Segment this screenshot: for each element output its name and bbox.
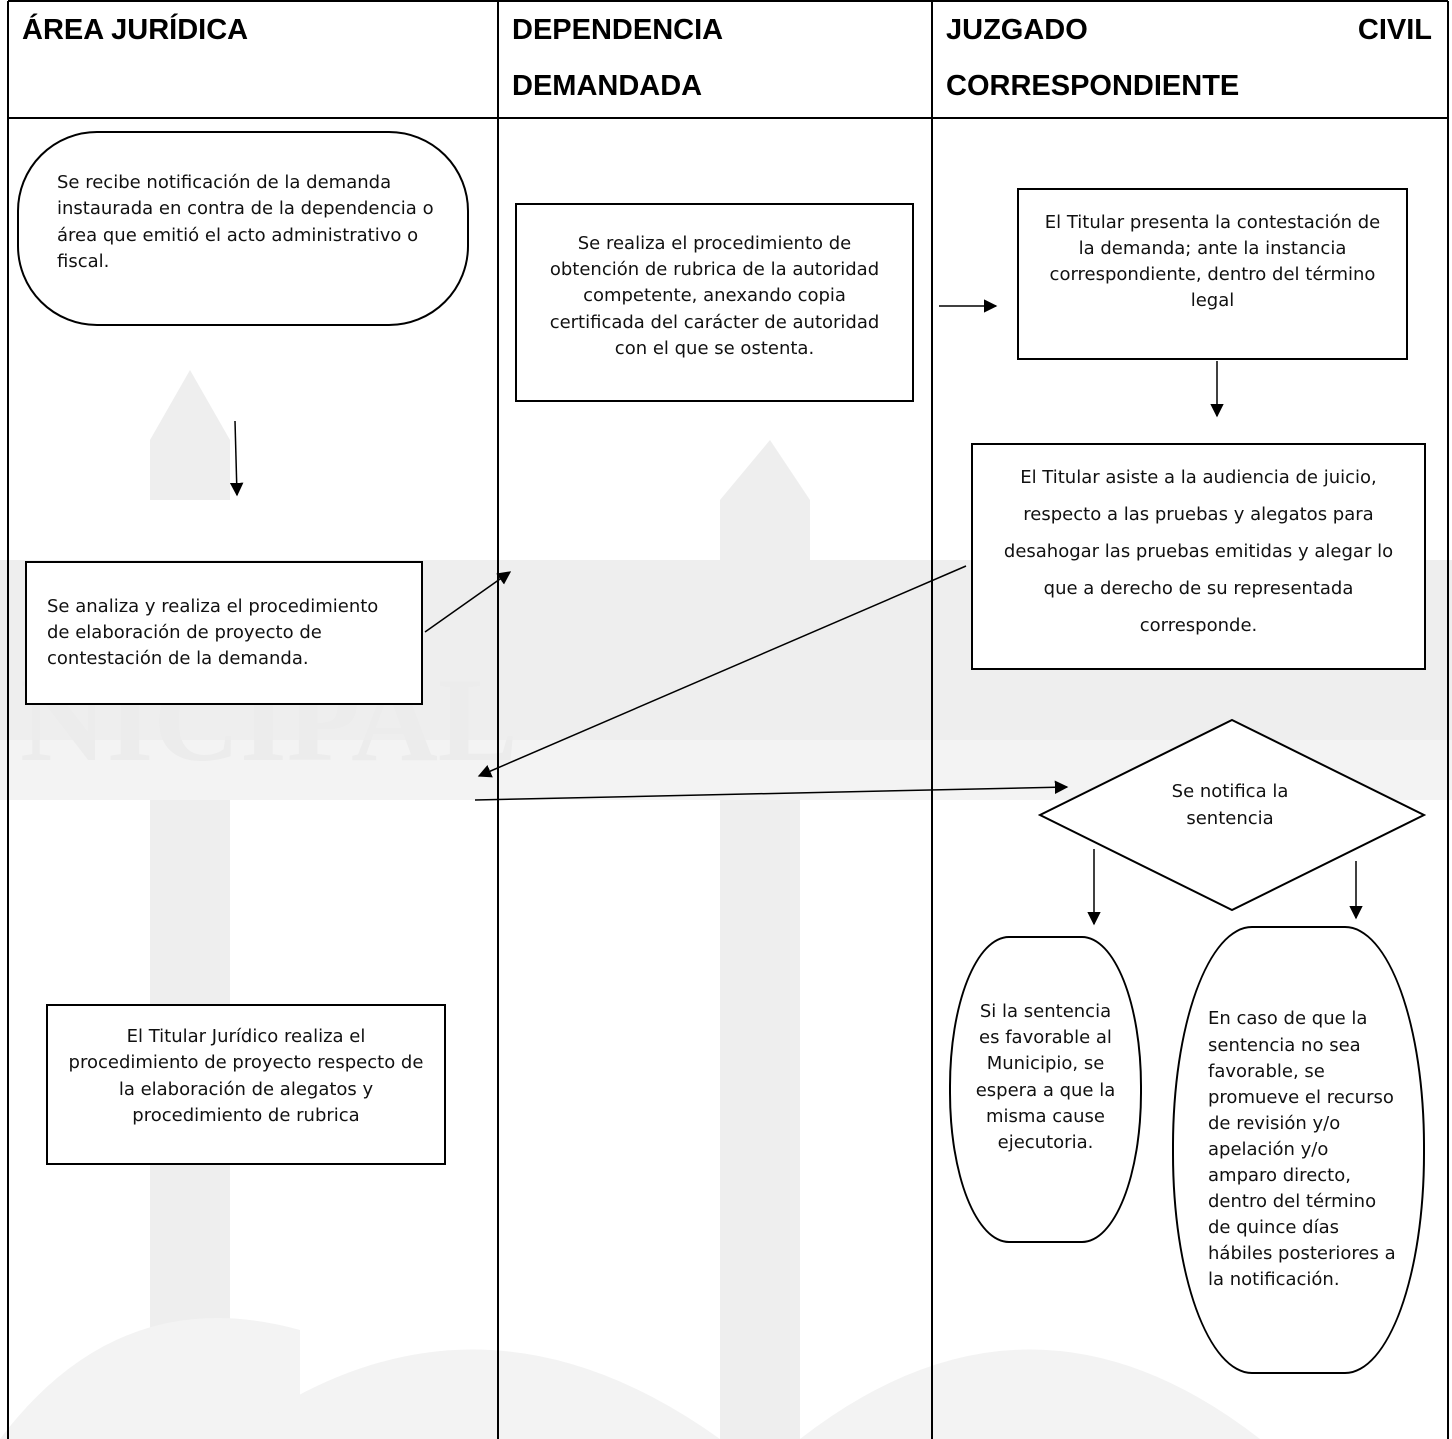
header-juzgado-civil: JUZGADO CIVIL CORRESPONDIENTE (946, 2, 1432, 114)
node-sentencia-no-favorable-text: En caso de que la sentencia no sea favor… (1208, 1008, 1396, 1291)
decision-sentencia-label: Se notifica la sentencia (1171, 781, 1289, 829)
header-dependencia-label: DEPENDENCIA (512, 14, 724, 46)
header-juzgado-label: JUZGADO (946, 14, 1088, 46)
header-correspondiente-label: CORRESPONDIENTE (946, 70, 1240, 102)
node-obtencion-rubrica-text: Se realiza el procedimiento de obtención… (549, 233, 880, 359)
node-sentencia-favorable-text: Si la sentencia es favorable al Municipi… (975, 1001, 1116, 1153)
header-dependencia-demandada: DEPENDENCIA DEMANDADA (512, 2, 723, 114)
node-analiza-proyecto: Se analiza y realiza el procedimiento de… (25, 561, 423, 705)
node-audiencia-juicio-text: El Titular asiste a la audiencia de juic… (1003, 467, 1394, 636)
header-area-juridica: ÁREA JURÍDICA (22, 2, 248, 58)
header-area-juridica-label: ÁREA JURÍDICA (22, 14, 249, 46)
node-obtencion-rubrica: Se realiza el procedimiento de obtención… (515, 203, 914, 402)
node-analiza-proyecto-text: Se analiza y realiza el procedimiento de… (47, 595, 379, 670)
node-sentencia-favorable: Si la sentencia es favorable al Municipi… (949, 936, 1142, 1243)
header-civil-label: CIVIL (1357, 14, 1432, 46)
node-titular-juridico: El Titular Jurídico realiza el procedimi… (46, 1004, 446, 1165)
header-demandada-label: DEMANDADA (512, 70, 703, 102)
decision-sentencia (1038, 718, 1426, 912)
node-presenta-contestacion-text: El Titular presenta la contestación de l… (1044, 211, 1381, 312)
node-sentencia-no-favorable: En caso de que la sentencia no sea favor… (1172, 926, 1425, 1374)
node-audiencia-juicio: El Titular asiste a la audiencia de juic… (971, 443, 1426, 670)
node-recibe-notificacion: Se recibe notificación de la demanda ins… (17, 131, 469, 326)
decision-diamond-shape (1038, 718, 1426, 912)
node-presenta-contestacion: El Titular presenta la contestación de l… (1017, 188, 1408, 360)
node-recibe-notificacion-text: Se recibe notificación de la demanda ins… (57, 172, 434, 272)
node-titular-juridico-text: El Titular Jurídico realiza el procedimi… (68, 1026, 424, 1126)
